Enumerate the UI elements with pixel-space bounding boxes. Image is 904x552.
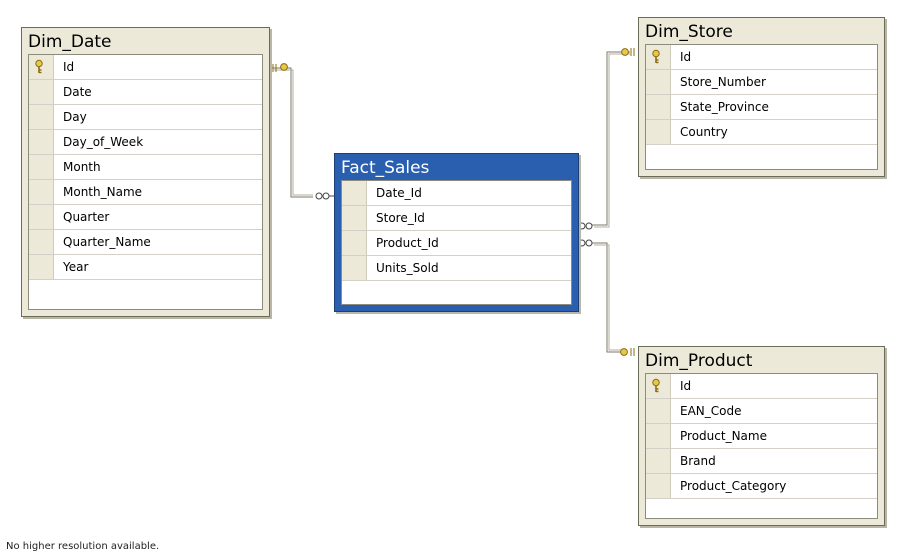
- column-row[interactable]: Country: [646, 120, 877, 145]
- column-list: Id Store_Number State_Province Country: [645, 44, 878, 170]
- column-list: Date_Id Store_Id Product_Id Units_Sold: [341, 180, 572, 305]
- column-row[interactable]: Day: [29, 105, 262, 130]
- column-row[interactable]: Store_Id: [342, 206, 571, 231]
- table-dim-product[interactable]: Dim_Product Id EAN_Code Product_Name Bra…: [638, 346, 885, 526]
- column-name: Units_Sold: [376, 261, 439, 275]
- column-name: Year: [63, 260, 89, 274]
- column-name: Product_Category: [680, 479, 787, 493]
- column-name: Product_Name: [680, 429, 767, 443]
- column-name: EAN_Code: [680, 404, 742, 418]
- column-row[interactable]: Id: [646, 374, 877, 399]
- relationship-date[interactable]: [272, 63, 334, 200]
- table-dim-date[interactable]: Dim_Date Id Date Day Day_of_Week Month M…: [21, 27, 270, 317]
- column-name: Date_Id: [376, 186, 422, 200]
- column-row[interactable]: Year: [29, 255, 262, 280]
- column-name: Store_Id: [376, 211, 425, 225]
- column-row[interactable]: Store_Number: [646, 70, 877, 95]
- column-row[interactable]: Month: [29, 155, 262, 180]
- column-row[interactable]: Quarter: [29, 205, 262, 230]
- column-name: Id: [63, 60, 75, 74]
- column-row[interactable]: Id: [29, 55, 262, 80]
- column-name: Brand: [680, 454, 716, 468]
- column-row[interactable]: Id: [646, 45, 877, 70]
- column-row[interactable]: Product_Name: [646, 424, 877, 449]
- column-row[interactable]: Day_of_Week: [29, 130, 262, 155]
- column-row[interactable]: EAN_Code: [646, 399, 877, 424]
- column-name: Quarter_Name: [63, 235, 151, 249]
- column-name: Month_Name: [63, 185, 143, 199]
- column-name: Product_Id: [376, 236, 439, 250]
- column-row[interactable]: Product_Id: [342, 231, 571, 256]
- table-fact-sales[interactable]: Fact_Sales Date_Id Store_Id Product_Id U…: [334, 153, 579, 312]
- column-row[interactable]: Product_Category: [646, 474, 877, 499]
- column-row[interactable]: Brand: [646, 449, 877, 474]
- table-title: Dim_Store: [645, 22, 733, 42]
- primary-key-icon: [652, 49, 660, 64]
- column-name: Quarter: [63, 210, 110, 224]
- column-row[interactable]: Date: [29, 80, 262, 105]
- column-name: Country: [680, 125, 728, 139]
- column-name: Day_of_Week: [63, 135, 144, 149]
- primary-key-icon: [35, 59, 43, 74]
- column-row[interactable]: Units_Sold: [342, 256, 571, 281]
- table-dim-store[interactable]: Dim_Store Id Store_Number State_Province…: [638, 17, 885, 177]
- column-name: Id: [680, 379, 692, 393]
- table-title: Dim_Product: [645, 351, 753, 371]
- column-list: Id EAN_Code Product_Name Brand Product_C…: [645, 373, 878, 519]
- table-title: Dim_Date: [28, 32, 112, 52]
- column-name: State_Province: [680, 100, 769, 114]
- column-name: Date: [63, 85, 92, 99]
- column-row[interactable]: Quarter_Name: [29, 230, 262, 255]
- relationship-product[interactable]: [578, 239, 635, 356]
- column-name: Store_Number: [680, 75, 766, 89]
- primary-key-icon: [652, 378, 660, 393]
- table-title: Fact_Sales: [341, 158, 430, 178]
- column-list: Id Date Day Day_of_Week Month Month_Name…: [28, 54, 263, 310]
- relationship-store[interactable]: [578, 48, 635, 230]
- caption: No higher resolution available.: [6, 541, 160, 552]
- column-name: Month: [63, 160, 101, 174]
- column-row[interactable]: Date_Id: [342, 181, 571, 206]
- column-name: Day: [63, 110, 87, 124]
- column-row[interactable]: Month_Name: [29, 180, 262, 205]
- column-name: Id: [680, 50, 692, 64]
- column-row[interactable]: State_Province: [646, 95, 877, 120]
